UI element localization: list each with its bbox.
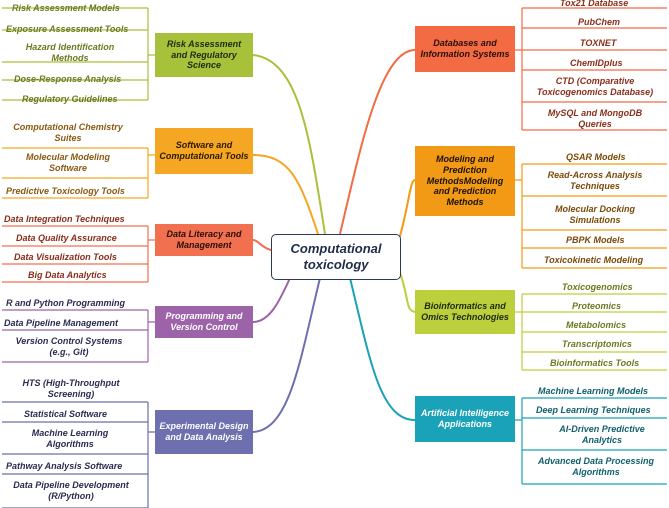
leaf-data-integration-techniques: Data Integration Techniques — [4, 214, 125, 224]
leaf-chemidplus: ChemIDplus — [570, 58, 623, 68]
leaf-statistical-software: Statistical Software — [24, 409, 108, 419]
leaf-ctd-database: CTD (Comparative Toxicogenomics Database… — [536, 76, 654, 97]
leaf-predictive-toxicology-tools: Predictive Toxicology Tools — [6, 186, 125, 196]
leaf-machine-learning-models: Machine Learning Models — [538, 386, 649, 396]
branch-software-tools: Software and Computational Tools — [155, 128, 253, 174]
leaf-pathway-analysis-software: Pathway Analysis Software — [6, 461, 123, 471]
leaf-molecular-modeling-software: Molecular Modeling Software — [25, 152, 110, 173]
central-topic: Computational toxicology — [271, 234, 401, 280]
leaf-qsar-models: QSAR Models — [566, 152, 626, 162]
leaf-data-pipeline-development: Data Pipeline Development (R/Python) — [13, 480, 129, 501]
leaf-computational-chemistry-suites: Computational Chemistry Suites — [13, 122, 123, 143]
leaf-r-python-programming: R and Python Programming — [6, 298, 126, 308]
leaf-version-control-systems: Version Control Systems (e.g., Git) — [15, 336, 123, 357]
leaf-transcriptomics: Transcriptomics — [562, 339, 632, 349]
leaf-pubchem: PubChem — [578, 17, 621, 27]
leaf-toxnet: TOXNET — [580, 38, 617, 48]
central-topic-line2: toxicology — [303, 257, 369, 272]
leaf-deep-learning-techniques: Deep Learning Techniques — [536, 405, 651, 415]
leaf-read-across-analysis: Read-Across Analysis Techniques — [547, 170, 643, 191]
branch-data-literacy: Data Literacy and Management — [155, 224, 253, 256]
leaf-tox21-database: Tox21 Database — [560, 0, 629, 8]
leaf-regulatory-guidelines: Regulatory Guidelines — [22, 94, 118, 104]
leaf-hazard-identification-methods: Hazard Identification Methods — [25, 42, 115, 63]
leaf-toxicokinetic-modeling: Toxicokinetic Modeling — [544, 255, 644, 265]
central-topic-line1: Computational — [290, 240, 382, 256]
leaf-molecular-docking: Molecular Docking Simulations — [554, 204, 635, 225]
leaf-ai-driven-predictive-analytics: AI-Driven Predictive Analytics — [559, 424, 645, 445]
branch-databases: Databases and Information Systems — [415, 26, 515, 72]
leaf-bioinformatics-tools: Bioinformatics Tools — [550, 358, 640, 368]
leaf-hts-screening: HTS (High-Throughput Screening) — [22, 378, 120, 399]
leaf-mysql-mongodb: MySQL and MongoDB Queries — [547, 108, 643, 129]
branch-artificial-intelligence: Artificial Intelligence Applications — [415, 396, 515, 442]
leaf-exposure-assessment-tools: Exposure Assessment Tools — [6, 24, 129, 34]
leaf-machine-learning-algorithms: Machine Learning Algorithms — [31, 428, 109, 449]
leaf-data-quality-assurance: Data Quality Assurance — [16, 233, 117, 243]
leaf-metabolomics: Metabolomics — [566, 320, 627, 330]
branch-risk-assessment: Risk Assessment and Regulatory Science — [155, 33, 253, 77]
leaf-pbpk-models: PBPK Models — [566, 235, 625, 245]
leaf-toxicogenomics: Toxicogenomics — [562, 282, 633, 292]
leaf-data-pipeline-management: Data Pipeline Management — [4, 318, 119, 328]
branch-experimental-design: Experimental Design and Data Analysis — [155, 410, 253, 454]
leaf-dose-response-analysis: Dose-Response Analysis — [14, 74, 122, 84]
leaf-advanced-data-processing: Advanced Data Processing Algorithms — [537, 456, 655, 477]
branch-bioinformatics: Bioinformatics and Omics Technologies — [415, 290, 515, 334]
branch-modeling-prediction: Modeling and Prediction MethodsModeling … — [415, 146, 515, 216]
branch-programming: Programming and Version Control — [155, 306, 253, 338]
leaf-data-visualization-tools: Data Visualization Tools — [14, 252, 117, 262]
leaf-risk-assessment-models: Risk Assessment Models — [12, 3, 120, 13]
leaf-big-data-analytics: Big Data Analytics — [28, 270, 107, 280]
leaf-proteomics: Proteomics — [572, 301, 622, 311]
